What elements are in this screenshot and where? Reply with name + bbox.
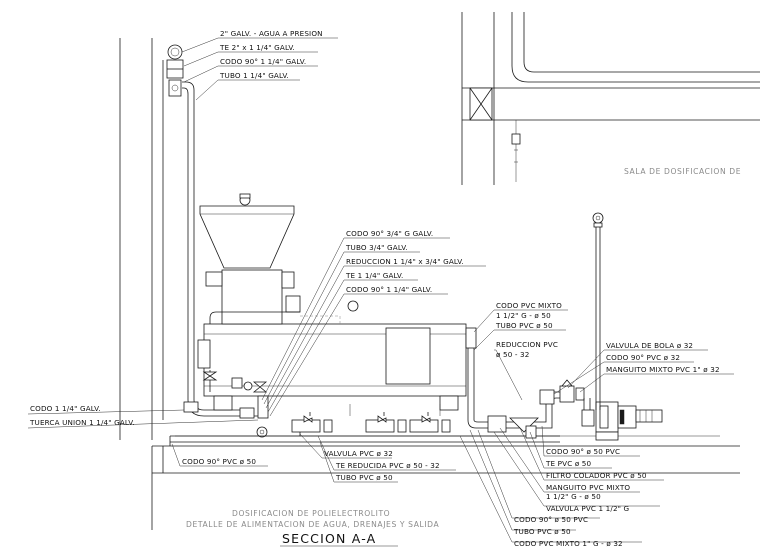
label-reduccion-size: ø 50 - 32 [496,350,530,359]
caption-line-1: DOSIFICACION DE POLIELECTROLITO [232,509,390,518]
labels-outlet: CODO PVC MIXTO 1 1/2" G - ø 50 TUBO PVC … [495,301,562,359]
label-tuerca-union: TUERCA UNION 1 1/4" GALV. [29,418,135,427]
label-reduccion-pvc: REDUCCION PVC [496,340,558,349]
label-valvula-pvc-1-1-2: VALVULA PVC 1 1/2" G [546,504,629,513]
label-codo-mixto-size: 1 1/2" G - ø 50 [496,311,551,320]
outlet-assembly [465,212,663,441]
caption-line-2: DETALLE DE ALIMENTACION DE AGUA, DRENAJE… [186,520,439,529]
label-codo-pvc-32: CODO 90° PVC ø 32 [606,353,680,362]
labels-mid: CODO 90° 3/4" G GALV. TUBO 3/4" GALV. RE… [345,229,464,294]
label-te-2: TE 2" x 1 1/4" GALV. [219,43,295,52]
label-te-reducida: TE REDUCIDA PVC ø 50 - 32 [335,461,440,470]
label-codo-3-4: CODO 90° 3/4" G GALV. [346,229,433,238]
label-codo-mixto-32: CODO PVC MIXTO 1" G - ø 32 [514,539,623,548]
label-valvula-bola: VALVULA DE BOLA ø 32 [606,341,693,350]
labels-left: CODO 1 1/4" GALV. TUERCA UNION 1 1/4" GA… [29,404,135,427]
labels-bottom-right: CODO 90° ø 50 PVC TE PVC ø 50 FILTRO COL… [513,447,647,548]
inlet-fittings [202,370,269,438]
leader-lines [27,37,734,547]
label-reduccion-galv: REDUCCION 1 1/4" x 3/4" GALV. [346,257,464,266]
label-valvula-pvc-32: VALVULA PVC ø 32 [324,449,393,458]
label-filtro-colador: FILTRO COLADOR PVC ø 50 [546,471,647,480]
labels-top: 2" GALV. - AGUA A PRESION TE 2" x 1 1/4"… [219,29,323,80]
room-label: SALA DE DOSIFICACION DE [624,167,741,176]
label-codo-galv-left: CODO 1 1/4" GALV. [30,404,101,413]
section-title: SECCION A-A [282,531,376,546]
labels-bottom-center: VALVULA PVC ø 32 TE REDUCIDA PVC ø 50 - … [324,449,440,482]
drain-line [169,404,560,446]
label-codo-1-1-4: CODO 90° 1 1/4" GALV. [346,285,432,294]
walls [119,12,760,530]
label-codo-90-top: CODO 90° 1 1/4" GALV. [220,57,306,66]
label-codo-pvc-50: CODO 90° PVC ø 50 [182,457,256,466]
label-te-1-1-4: TE 1 1/4" GALV. [345,271,403,280]
label-tubo-3-4: TUBO 3/4" GALV. [345,243,408,252]
label-codo-50-a: CODO 90° ø 50 PVC [546,447,620,456]
label-manguito-size: 1 1/2" G - ø 50 [546,492,601,501]
label-tubo-pvc-50-bottom: TUBO PVC ø 50 [335,473,393,482]
label-tubo-pvc-50: TUBO PVC ø 50 [495,321,553,330]
label-tubo-pvc-50-b: TUBO PVC ø 50 [513,527,571,536]
label-codo-mixto: CODO PVC MIXTO [496,301,562,310]
label-tubo-galv: TUBO 1 1/4" GALV. [219,71,289,80]
label-codo-50-b: CODO 90° ø 50 PVC [514,515,588,524]
caption: DOSIFICACION DE POLIELECTROLITO DETALLE … [186,509,439,529]
label-te-pvc-50: TE PVC ø 50 [545,459,592,468]
galv-supply-pipe [166,44,260,417]
labels-right: VALVULA DE BOLA ø 32 CODO 90° PVC ø 32 M… [606,341,720,374]
label-agua-presion: 2" GALV. - AGUA A PRESION [220,29,323,38]
label-manguito-pvc-mixto: MANGUITO PVC MIXTO [546,483,630,492]
label-manguito-mixto: MANGUITO MIXTO PVC 1" ø 32 [606,365,720,374]
